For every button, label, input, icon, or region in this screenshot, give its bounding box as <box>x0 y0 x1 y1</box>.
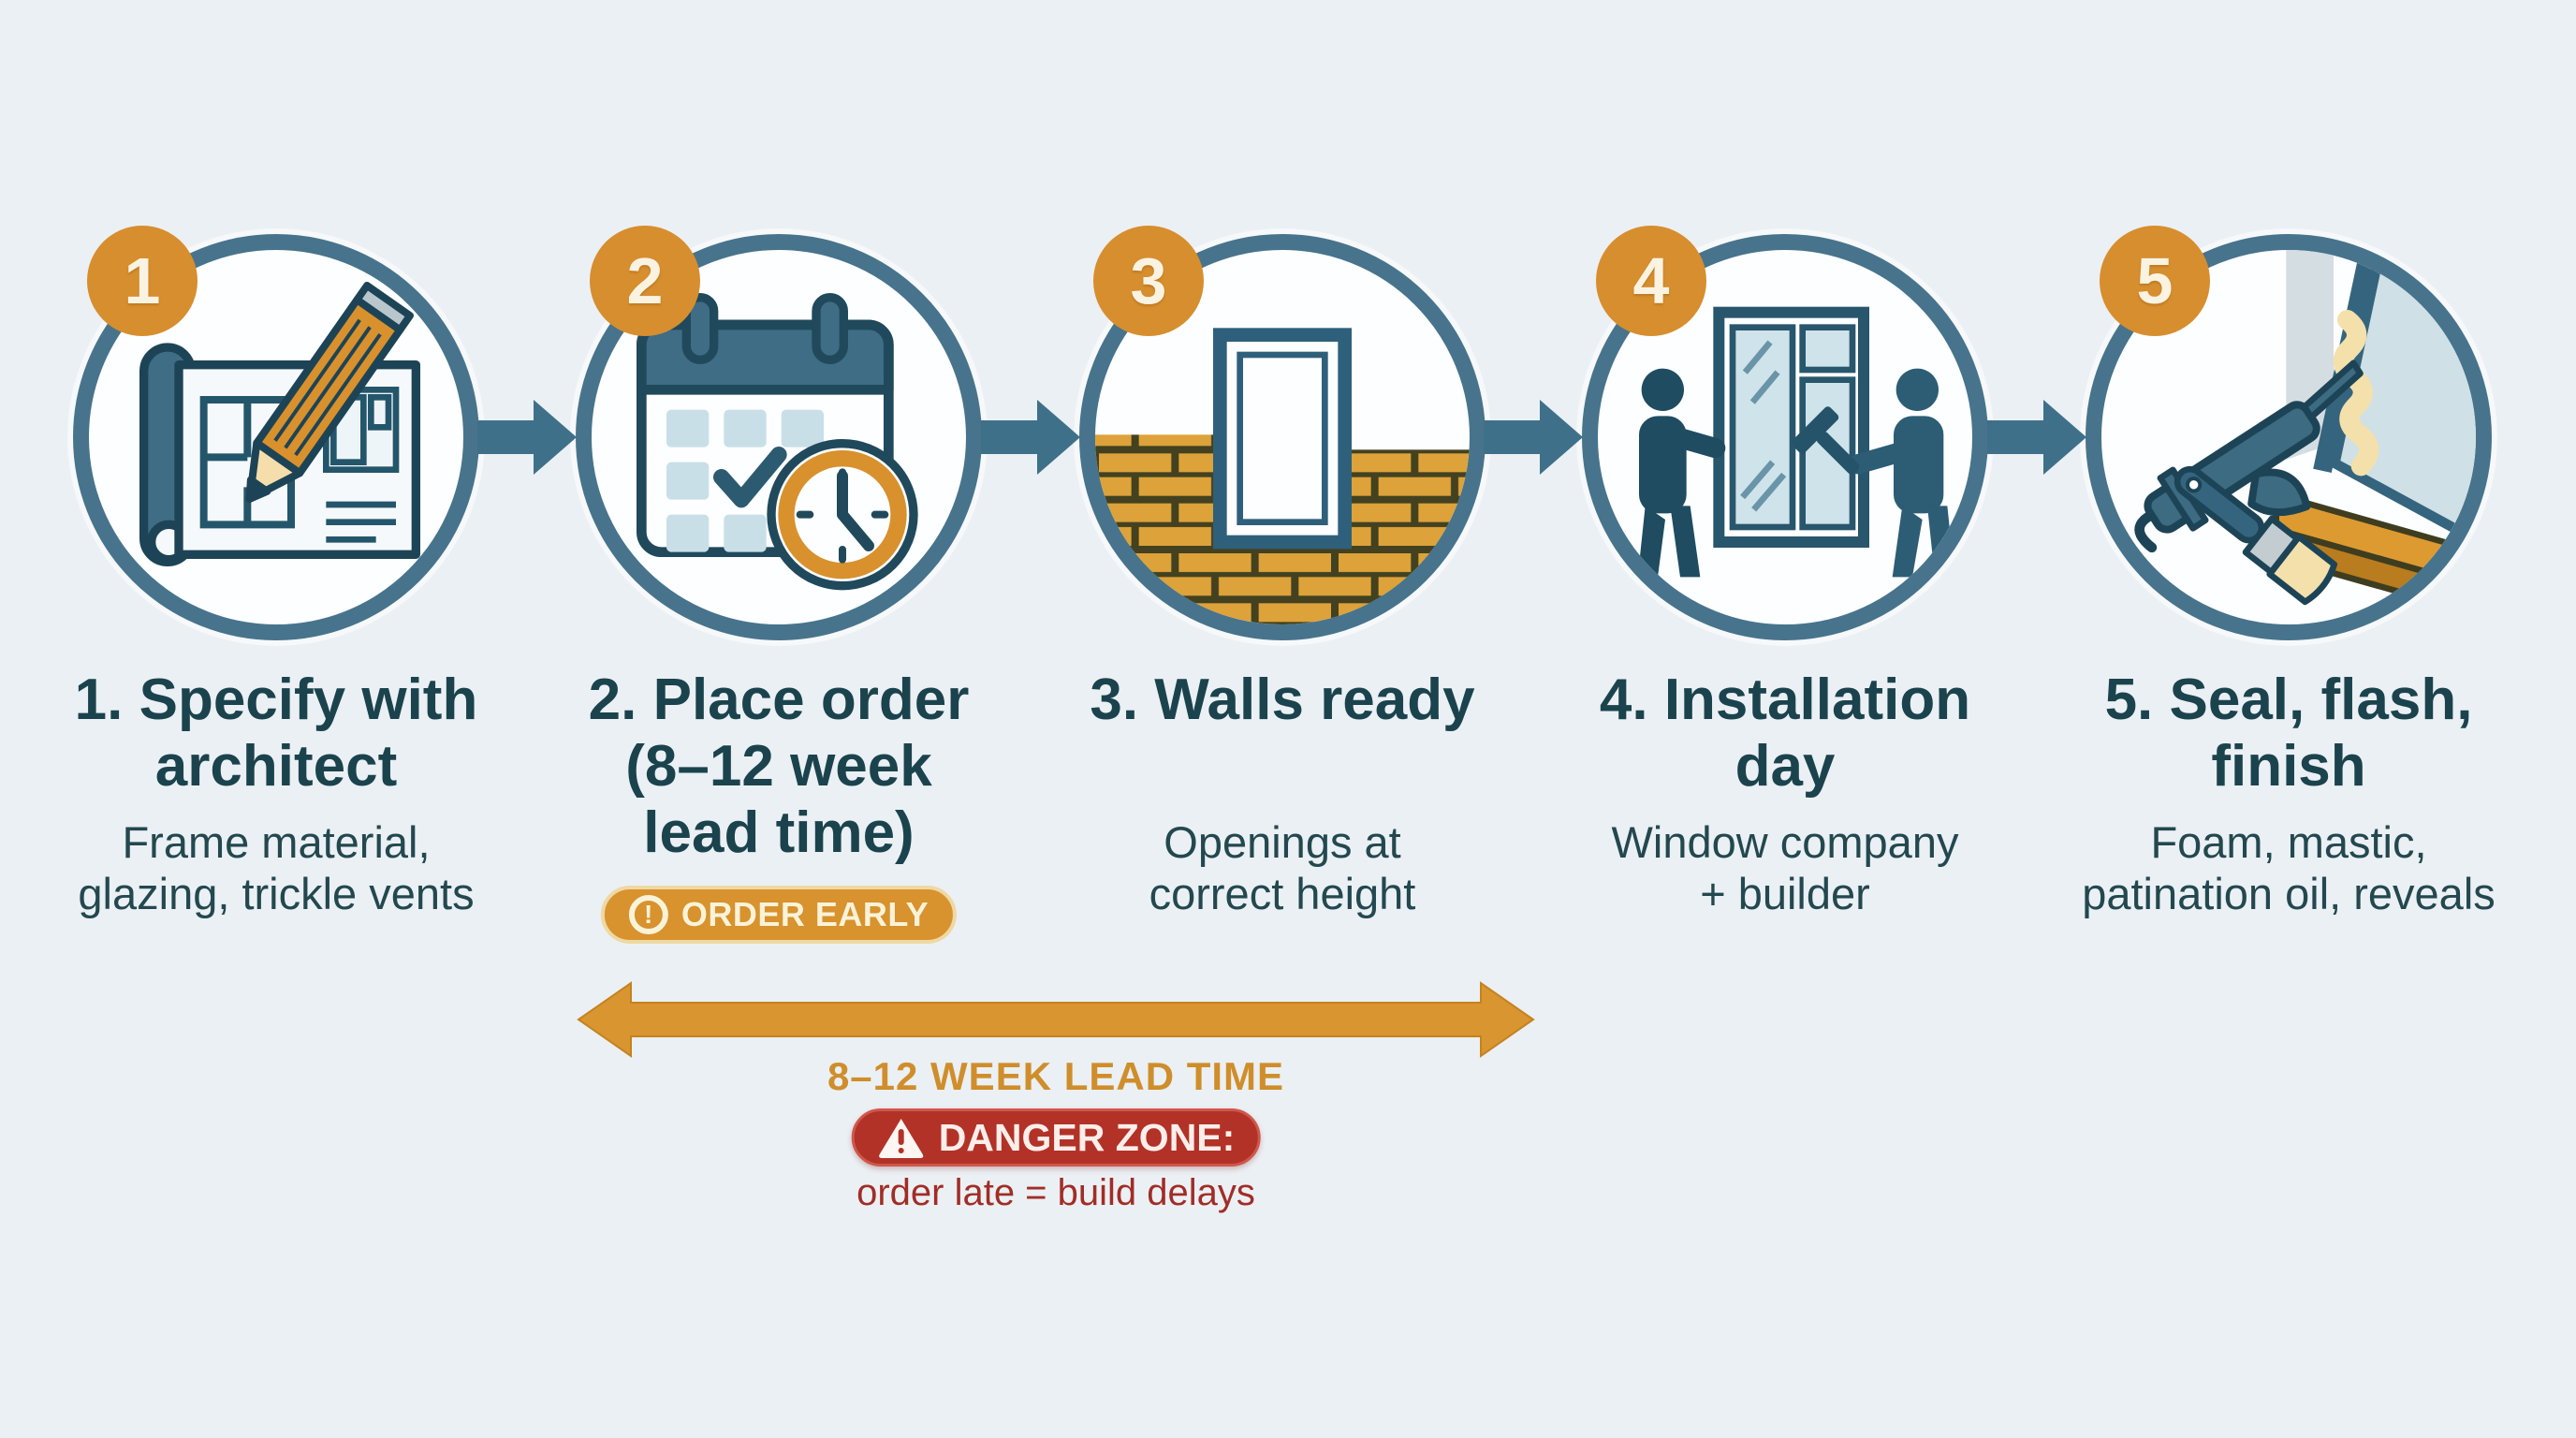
step-title: 2. Place order (8–12 week lead time) <box>588 668 970 865</box>
step-subtitle: Foam, mastic, patination oil, reveals <box>2082 817 2496 918</box>
step-2-place-order: 2 2. Place order (8–12 week lead time) !… <box>528 0 1030 1438</box>
step-arrow-icon <box>981 400 1080 475</box>
order-early-badge: ! ORDER EARLY <box>600 886 958 944</box>
step-subtitle: Openings at correct height <box>1149 817 1416 918</box>
step-1-specify: 1 1. Specify with architect Frame materi… <box>25 0 527 1438</box>
step-title: 4. Installation day <box>1599 668 1971 799</box>
step-subtitle: Window company + builder <box>1611 817 1959 918</box>
step-subtitle: Frame material, glazing, trickle vents <box>78 817 475 918</box>
step-number: 3 <box>1130 244 1167 317</box>
step-4-icon-circle <box>1582 234 1988 640</box>
exclamation-icon: ! <box>628 895 668 934</box>
step-number-badge: 5 <box>2100 226 2210 336</box>
step-number-badge: 3 <box>1093 226 1204 336</box>
order-early-label: ORDER EARLY <box>681 895 929 933</box>
step-number: 2 <box>626 244 664 317</box>
step-number-badge: 1 <box>87 226 198 336</box>
step-title: 3. Walls ready <box>1090 668 1475 732</box>
step-arrow-icon <box>477 400 577 475</box>
caulk-gun-brush-icon <box>2134 250 2476 617</box>
step-3-walls-ready: 3 3. Walls ready Openings at correct hei… <box>1032 0 1533 1438</box>
step-4-installation: 4 4. Installation day Window company + b… <box>1534 0 2036 1438</box>
step-arrow-icon <box>1987 400 2086 475</box>
step-number-badge: 4 <box>1596 226 1706 336</box>
lead-time-label: 8–12 WEEK LEAD TIME <box>827 1054 1285 1098</box>
step-arrow-icon <box>1484 400 1583 475</box>
step-number-badge: 2 <box>590 226 700 336</box>
lead-time-arrow-icon <box>577 981 1535 1058</box>
step-number: 5 <box>2136 244 2174 317</box>
step-5-seal-finish: 5 5. Seal, flash, finish Foam, mastic, p… <box>2038 0 2539 1438</box>
step-number: 4 <box>1632 244 1670 317</box>
step-number: 1 <box>124 244 161 317</box>
step-title: 1. Specify with architect <box>74 668 478 799</box>
installers-window-icon <box>1637 306 1955 578</box>
step-title: 5. Seal, flash, finish <box>2104 668 2473 799</box>
calendar-clock-icon <box>636 293 918 591</box>
blueprint-pencil-icon <box>139 281 420 566</box>
